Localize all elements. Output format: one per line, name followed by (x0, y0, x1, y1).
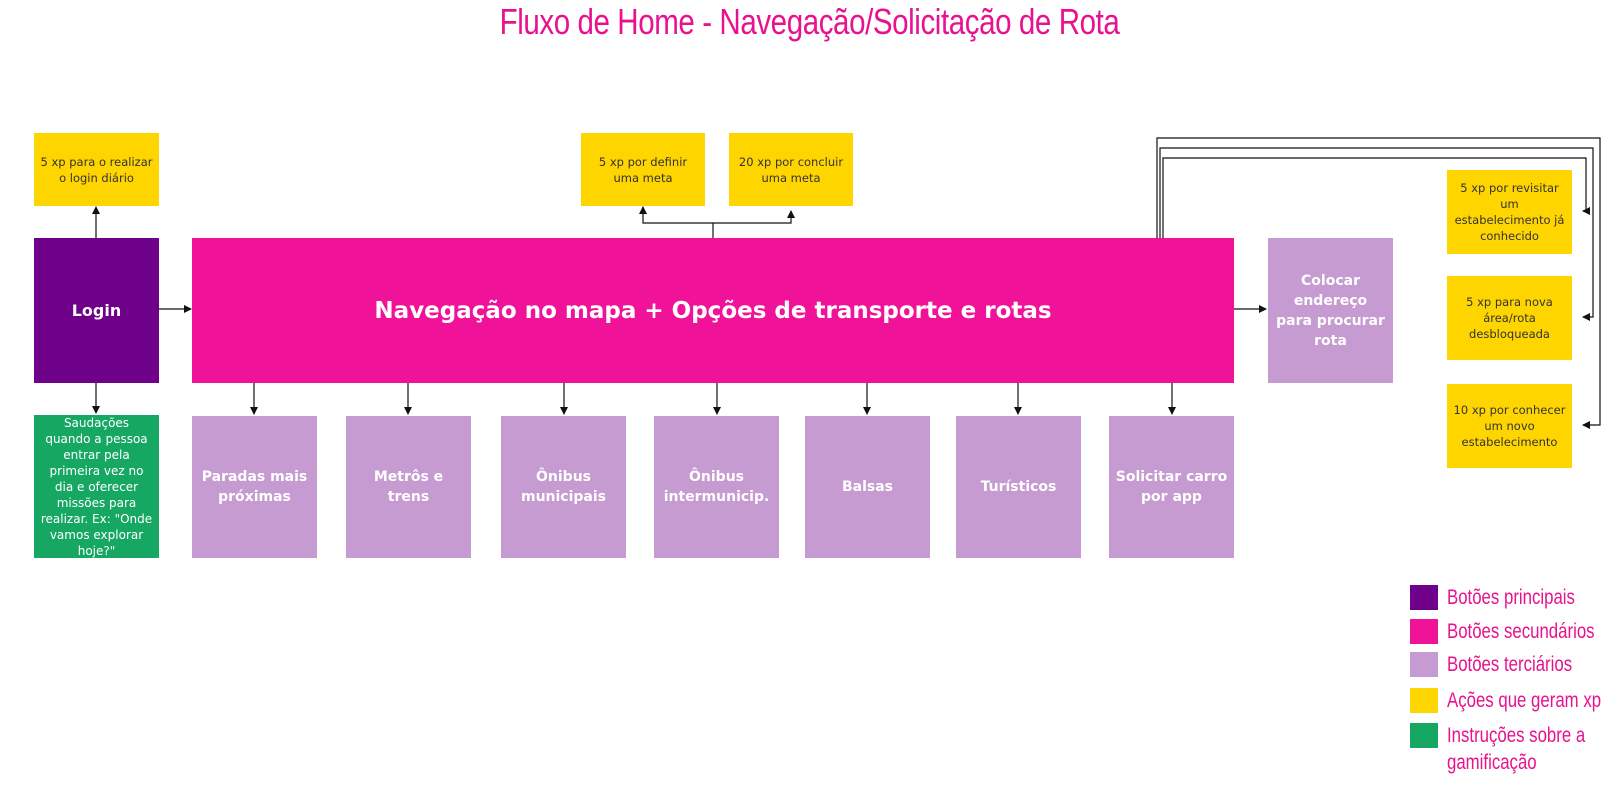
legend-swatch (1410, 688, 1438, 713)
option-tourist[interactable]: Turísticos (956, 416, 1081, 558)
login-button[interactable]: Login (34, 238, 159, 383)
option-ferries[interactable]: Balsas (805, 416, 930, 558)
arrow-main-to-xp-new-place (1156, 137, 1601, 429)
option-metro-trains[interactable]: Metrôs e trens (346, 416, 471, 558)
legend-label: Instruções sobre a gamificação (1447, 724, 1586, 774)
xp-new-area-box: 5 xp para nova área/rota desbloqueada (1447, 276, 1572, 360)
legend-swatch (1410, 652, 1438, 677)
legend-swatch (1410, 723, 1438, 748)
legend-item-instructions: Instruções sobre a gamificação (1410, 723, 1621, 776)
xp-complete-goal-box: 20 xp por concluir uma meta (729, 133, 853, 206)
legend-item-tertiary: Botões terciários (1410, 652, 1603, 678)
xp-revisit-box: 5 xp por revisitar um estabelecimento já… (1447, 170, 1572, 254)
legend-label: Botões secundários (1447, 620, 1595, 643)
arrow-main-to-xp-new-area (1159, 147, 1594, 321)
arrow-main-to-goals (642, 207, 714, 238)
option-ride-app[interactable]: Solicitar carro por app (1109, 416, 1234, 558)
option-city-bus[interactable]: Ônibus municipais (501, 416, 626, 558)
legend-label: Botões terciários (1447, 653, 1573, 676)
legend-swatch (1410, 619, 1438, 644)
xp-define-goal-box: 5 xp por definir uma meta (581, 133, 705, 206)
legend-label: Ações que geram xp (1447, 689, 1602, 712)
page-title: Fluxo de Home - Navegação/Solicitação de… (499, 1, 1120, 42)
legend-item-xp-actions: Ações que geram xp (1410, 688, 1621, 714)
xp-new-place-box: 10 xp por conhecer um novo estabelecimen… (1447, 384, 1572, 468)
legend-item-primary: Botões principais (1410, 585, 1607, 611)
legend-swatch (1410, 585, 1438, 610)
option-intercity-bus[interactable]: Ônibus intermunicip. (654, 416, 779, 558)
greeting-instruction-box: Saudações quando a pessoa entrar pela pr… (34, 415, 159, 558)
xp-login-box: 5 xp para o realizar o login diário (34, 133, 159, 206)
option-nearest-stops[interactable]: Paradas mais próximas (192, 416, 317, 558)
arrow-main-to-xp-revisit (1162, 157, 1590, 238)
address-search-button[interactable]: Colocar endereço para procurar rota (1268, 238, 1393, 383)
map-navigation-button[interactable]: Navegação no mapa + Opções de transporte… (192, 238, 1234, 383)
legend-item-secondary: Botões secundários (1410, 619, 1621, 645)
legend-label: Botões principais (1447, 586, 1575, 609)
